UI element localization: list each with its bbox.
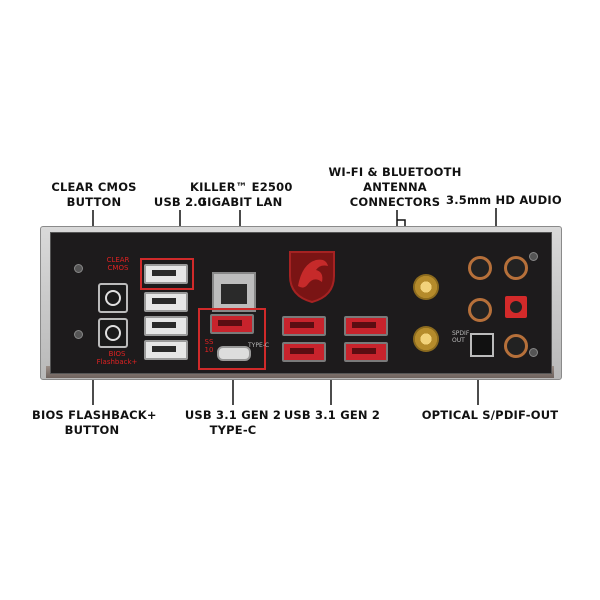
usb31-port-2[interactable] — [282, 342, 326, 362]
usb20-port-3[interactable] — [144, 316, 188, 336]
screw — [74, 264, 83, 273]
audio-jack-1[interactable] — [468, 256, 492, 280]
usb31-port-3[interactable] — [344, 316, 388, 336]
wifi-antenna-connector-2[interactable] — [413, 326, 439, 352]
optical-label: OPTICAL S/PDIF-OUT — [421, 408, 559, 422]
audio-jack-5[interactable] — [504, 334, 528, 358]
usb31-label: USB 3.1 GEN 2 — [283, 408, 381, 422]
usb31-port-4[interactable] — [344, 342, 388, 362]
usb20-label: USB 2.0 — [153, 195, 207, 209]
clear-cmos-button[interactable] — [98, 283, 128, 313]
usb31-typec-port[interactable] — [217, 346, 251, 361]
screw — [74, 330, 83, 339]
screw — [529, 252, 538, 261]
usb31-port-1[interactable] — [282, 316, 326, 336]
audio-jack-mic[interactable] — [505, 296, 527, 318]
spdif-text: SPDIF OUT — [452, 330, 470, 344]
usb20-port-1[interactable] — [144, 264, 188, 284]
wifi-antenna-connector-1[interactable] — [413, 274, 439, 300]
audio-jack-3[interactable] — [468, 298, 492, 322]
usb31-typea-port[interactable] — [210, 314, 254, 334]
typec-text: TYPE-C — [248, 342, 270, 349]
usb20-port-4[interactable] — [144, 340, 188, 360]
optical-spdif-port[interactable] — [470, 333, 494, 357]
bios-flashback-label: BIOS FLASHBACK+BUTTON — [32, 408, 157, 437]
bios-flashback-button[interactable] — [98, 318, 128, 348]
usb20-highlight-box — [140, 258, 194, 290]
killer-lan-port[interactable] — [212, 272, 256, 312]
usb31-typec-highlight-box — [198, 308, 266, 370]
ss10-text: SS 10 — [204, 338, 214, 354]
hd-audio-label: 3.5mm HD AUDIO — [446, 193, 562, 207]
msi-dragon-shield-icon — [289, 251, 335, 304]
screw — [529, 348, 538, 357]
usb20-port-2[interactable] — [144, 292, 188, 312]
audio-jack-2[interactable] — [504, 256, 528, 280]
